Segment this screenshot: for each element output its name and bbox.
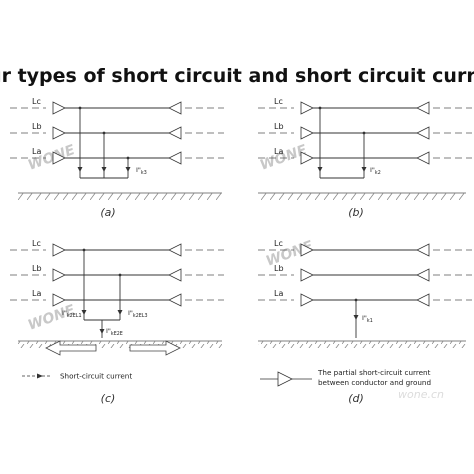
d-la-right-source	[416, 293, 430, 307]
c-la-right-source	[168, 293, 182, 307]
d-lc-right-source	[416, 243, 430, 257]
b-current-arrow-lc	[317, 167, 323, 172]
b-la-label: La	[274, 147, 283, 156]
d-lc-left-source	[300, 243, 314, 257]
d-la-left-source	[300, 293, 314, 307]
a-la-right-source	[168, 151, 182, 165]
legend-short-circuit-label: Short-circuit current	[60, 372, 132, 381]
a-current-arrow-lb	[101, 167, 107, 172]
b-lc-right-source	[416, 101, 430, 115]
caption-c: (c)	[101, 392, 116, 405]
c-current-arrow-1	[81, 310, 87, 315]
a-ground-hatch	[18, 193, 222, 200]
a-la-left-source	[52, 151, 66, 165]
diagram-title: Four types of short circuit and short ci…	[0, 65, 474, 87]
caption-b: (b)	[348, 206, 364, 219]
caption-a: (a)	[100, 206, 115, 219]
a-fault-dot-2	[126, 156, 130, 160]
a-lb-right-source	[168, 126, 182, 140]
b-ground-hatch	[258, 193, 466, 200]
b-fault-dot-lb	[362, 131, 366, 135]
a-lc-label: Lc	[32, 97, 41, 106]
a-lc-right-source	[168, 101, 182, 115]
b-current-arrow-lb	[361, 167, 367, 172]
c-current-arrow-earth	[99, 329, 105, 334]
d-fault-dot-la	[354, 298, 358, 302]
a-current-arrow-la	[125, 167, 131, 172]
a-current-arrow-lc	[77, 167, 83, 172]
d-current-arrow	[353, 315, 359, 320]
c-current-label-2: I"k2EL3	[128, 309, 148, 319]
watermark-d: WONE	[264, 238, 316, 270]
c-lb-label: Lb	[32, 264, 42, 273]
d-lb-left-source	[300, 268, 314, 282]
b-lc-label: Lc	[274, 97, 283, 106]
c-la-label: La	[32, 289, 41, 298]
c-current-label-earth: I"kE2E	[106, 327, 123, 337]
d-lb-right-source	[416, 268, 430, 282]
c-ground-hatch	[18, 341, 222, 348]
d-ground-hatch	[258, 341, 466, 348]
b-lc-left-source	[300, 101, 314, 115]
legend-partial-line2: between conductor and ground	[318, 378, 431, 387]
c-direction-arrow-right	[129, 340, 181, 356]
watermark-site: wone.cn	[398, 388, 444, 401]
c-lb-right-source	[168, 268, 182, 282]
a-lb-left-source	[52, 126, 66, 140]
c-current-arrow-2	[117, 310, 123, 315]
d-la-label: La	[274, 289, 283, 298]
b-lb-left-source	[300, 126, 314, 140]
b-lb-label: Lb	[274, 122, 284, 131]
a-lb-label: Lb	[32, 122, 42, 131]
d-lc-label: Lc	[274, 239, 283, 248]
a-la-label: La	[32, 147, 41, 156]
b-la-left-source	[300, 151, 314, 165]
legend-partial-current: The partial short-circuit current betwee…	[260, 368, 431, 387]
a-fault-dot-1	[102, 131, 106, 135]
d-current-label: I"k1	[362, 314, 373, 324]
c-fault-dot-lc	[82, 248, 86, 252]
b-la-right-source	[416, 151, 430, 165]
a-current-label: I"k3	[136, 166, 147, 176]
b-fault-dot-lc	[318, 106, 322, 110]
c-lc-left-source	[52, 243, 66, 257]
c-fault-dot-lb	[118, 273, 122, 277]
c-lb-left-source	[52, 268, 66, 282]
legend-short-circuit: Short-circuit current	[22, 372, 132, 381]
c-la-left-source	[52, 293, 66, 307]
b-lb-right-source	[416, 126, 430, 140]
c-lc-right-source	[168, 243, 182, 257]
a-lc-left-source	[52, 101, 66, 115]
caption-d: (d)	[348, 392, 364, 405]
c-direction-arrow-left	[45, 340, 97, 356]
d-lb-label: Lb	[274, 264, 284, 273]
c-lc-label: Lc	[32, 239, 41, 248]
a-fault-dot-0	[78, 106, 82, 110]
c-current-label-1: I"k2EL1	[62, 309, 82, 319]
legend-partial-line1: The partial short-circuit current	[317, 368, 431, 377]
b-current-label: I"k2	[370, 166, 381, 176]
